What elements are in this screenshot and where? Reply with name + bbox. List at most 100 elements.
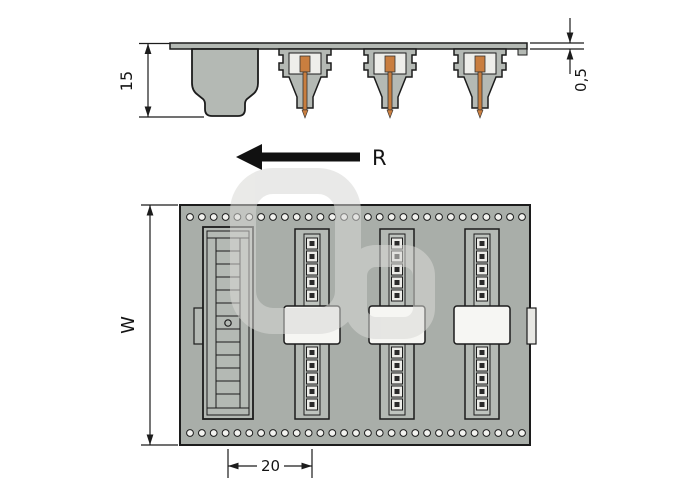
arrowhead-right-icon — [301, 462, 312, 470]
sprocket-hole — [233, 429, 242, 437]
contact-pin-square — [479, 350, 485, 355]
side-connector-3 — [453, 48, 507, 119]
sprocket-hole — [423, 213, 432, 221]
sprocket-hole — [447, 429, 455, 437]
sprocket-hole — [292, 213, 301, 221]
contact-pin-square — [479, 280, 485, 285]
sprocket-hole — [411, 213, 420, 221]
sprocket-hole — [387, 429, 396, 437]
arrowhead-up-icon — [566, 49, 574, 60]
sprocket-hole — [269, 213, 277, 221]
dimension-thickness — [530, 18, 584, 74]
contact-pin-square — [394, 376, 400, 381]
sprocket-hole — [494, 429, 503, 437]
side-view — [169, 42, 528, 119]
sprocket-hole — [198, 429, 206, 437]
dimension-tape-width — [141, 204, 178, 446]
contact-pin-square — [309, 267, 315, 272]
contact-pin-square — [394, 389, 400, 394]
contact-pin-square — [394, 363, 400, 368]
sprocket-hole — [221, 213, 230, 221]
contact-pin-square — [479, 267, 485, 272]
sprocket-hole — [186, 213, 194, 221]
contact-pin-square — [309, 280, 315, 285]
contact-pin-square — [394, 402, 400, 407]
dim-thickness-label: 0,5 — [572, 68, 590, 92]
sprocket-hole — [399, 213, 408, 221]
sprocket-hole — [423, 429, 432, 437]
contact-pin-square — [479, 241, 485, 246]
sprocket-hole — [352, 429, 360, 437]
arrowhead-down-icon — [146, 434, 154, 445]
contact-pin-square — [394, 293, 400, 298]
sprocket-hole — [447, 213, 455, 221]
watermark-logo — [230, 168, 435, 339]
sprocket-hole — [209, 429, 218, 437]
contact-pin-square — [394, 267, 400, 272]
center-hole — [224, 319, 232, 327]
sprocket-hole — [257, 429, 266, 437]
sprocket-hole — [198, 213, 206, 221]
sprocket-hole — [518, 429, 526, 437]
tape-end-lip — [517, 48, 528, 56]
dim-pitch-label: 20 — [261, 457, 280, 475]
sprocket-hole — [470, 213, 479, 221]
sprocket-hole — [281, 213, 289, 221]
sprocket-hole — [328, 213, 337, 221]
side-connector-2 — [363, 48, 417, 119]
large-connector-profile — [191, 48, 259, 117]
sprocket-hole — [221, 429, 230, 437]
sprocket-hole — [411, 429, 420, 437]
left-index-tab — [193, 307, 204, 345]
contact-pin-square — [394, 350, 400, 355]
contact-pin-square — [479, 402, 485, 407]
sprocket-hole — [506, 429, 515, 437]
contact-pin-square — [479, 376, 485, 381]
sprocket-hole — [245, 429, 254, 437]
contact-pin-square — [309, 241, 315, 246]
sprocket-hole — [304, 213, 313, 221]
sprocket-hole — [186, 429, 194, 437]
sprocket-hole — [340, 429, 349, 437]
contact-pin-square — [479, 254, 485, 259]
pickup-cover — [453, 305, 511, 345]
contact-pin-square — [394, 241, 400, 246]
sprocket-hole — [364, 429, 372, 437]
sprocket-hole — [375, 213, 384, 221]
sprocket-hole — [209, 213, 218, 221]
arrowhead-up-icon — [144, 43, 152, 54]
sprocket-hole — [316, 429, 325, 437]
contact-pin-square — [309, 376, 315, 381]
contact-pin-square — [309, 389, 315, 394]
arrowhead-up-icon — [146, 205, 154, 216]
connector-strip — [453, 228, 511, 420]
sprocket-hole — [435, 213, 443, 221]
sprocket-hole — [387, 213, 396, 221]
side-connector-1 — [278, 48, 332, 119]
direction-indicator — [236, 144, 360, 170]
sprocket-hole — [470, 429, 479, 437]
arrowhead-down-icon — [566, 32, 574, 43]
dim-pitch-label-backing — [257, 456, 284, 475]
dim-tape-width-label: W — [118, 316, 139, 334]
sprocket-hole — [458, 213, 467, 221]
sprocket-hole — [328, 429, 337, 437]
sprocket-hole — [292, 429, 301, 437]
watermark-ring-small — [345, 245, 435, 339]
contact-pin-square — [394, 280, 400, 285]
sprocket-hole — [257, 213, 266, 221]
contact-pin-square — [309, 293, 315, 298]
sprocket-hole — [304, 429, 313, 437]
sprocket-hole — [494, 213, 503, 221]
contact-pin-square — [479, 293, 485, 298]
sprocket-hole — [482, 429, 491, 437]
contact-pin-square — [479, 363, 485, 368]
sprocket-hole — [281, 429, 289, 437]
sprocket-hole — [518, 213, 526, 221]
left-arrow-icon — [236, 144, 360, 170]
sprocket-hole — [399, 429, 408, 437]
sprocket-holes — [186, 213, 526, 437]
sprocket-hole — [458, 429, 467, 437]
